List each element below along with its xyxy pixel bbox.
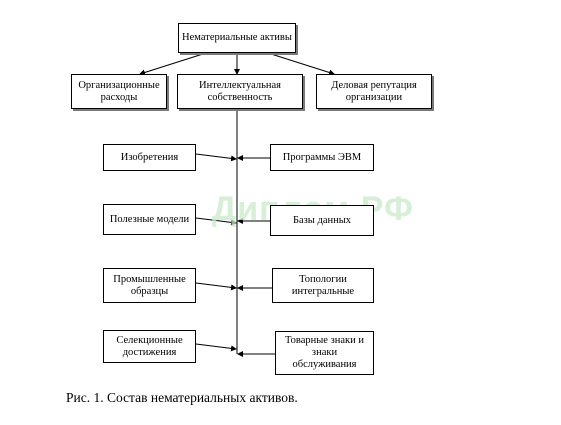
left-item-label: Селекционные достижения [116,334,183,358]
left-item-box: Полезные модели [103,204,196,235]
branch-left-3 [195,282,237,291]
left-item-label: Промышленные образцы [113,273,186,297]
level1-right-label: Деловая репутация организации [331,79,417,103]
right-item-box: Базы данных [270,205,374,236]
level1-center-label: Интеллектуальная собственность [198,79,281,103]
right-item-label: Программы ЭВМ [282,151,362,163]
branch-left-2 [195,217,237,226]
figure-caption: Рис. 1. Состав нематериальных активов. [66,390,298,405]
right-item-box: Программы ЭВМ [270,144,374,171]
branch-left-1 [195,153,237,162]
right-item-box: Топологии интегральные [272,268,374,303]
left-item-box: Промышленные образцы [103,268,196,303]
root-label: Нематериальные активы [182,32,292,43]
level1-left-label: Организационные расходы [78,79,160,103]
right-item-box: Товарные знаки и знаки обслуживания [275,331,374,375]
arrow-root-to-right [267,52,335,76]
root-box: Нематериальные активы [178,23,296,53]
left-item-label: Изобретения [120,151,179,163]
branch-left-4 [195,343,237,352]
level1-center-box: Интеллектуальная собственность [177,74,303,109]
level1-right-box: Деловая репутация организации [316,74,432,109]
right-item-label: Базы данных [292,214,352,226]
left-item-label: Полезные модели [109,213,190,225]
arrow-root-to-left [139,52,207,76]
right-item-label: Товарные знаки и знаки обслуживания [285,335,364,370]
left-item-box: Селекционные достижения [103,330,196,363]
level1-left-box: Организационные расходы [71,74,167,109]
right-item-label: Топологии интегральные [291,273,355,297]
left-item-box: Изобретения [103,144,196,171]
